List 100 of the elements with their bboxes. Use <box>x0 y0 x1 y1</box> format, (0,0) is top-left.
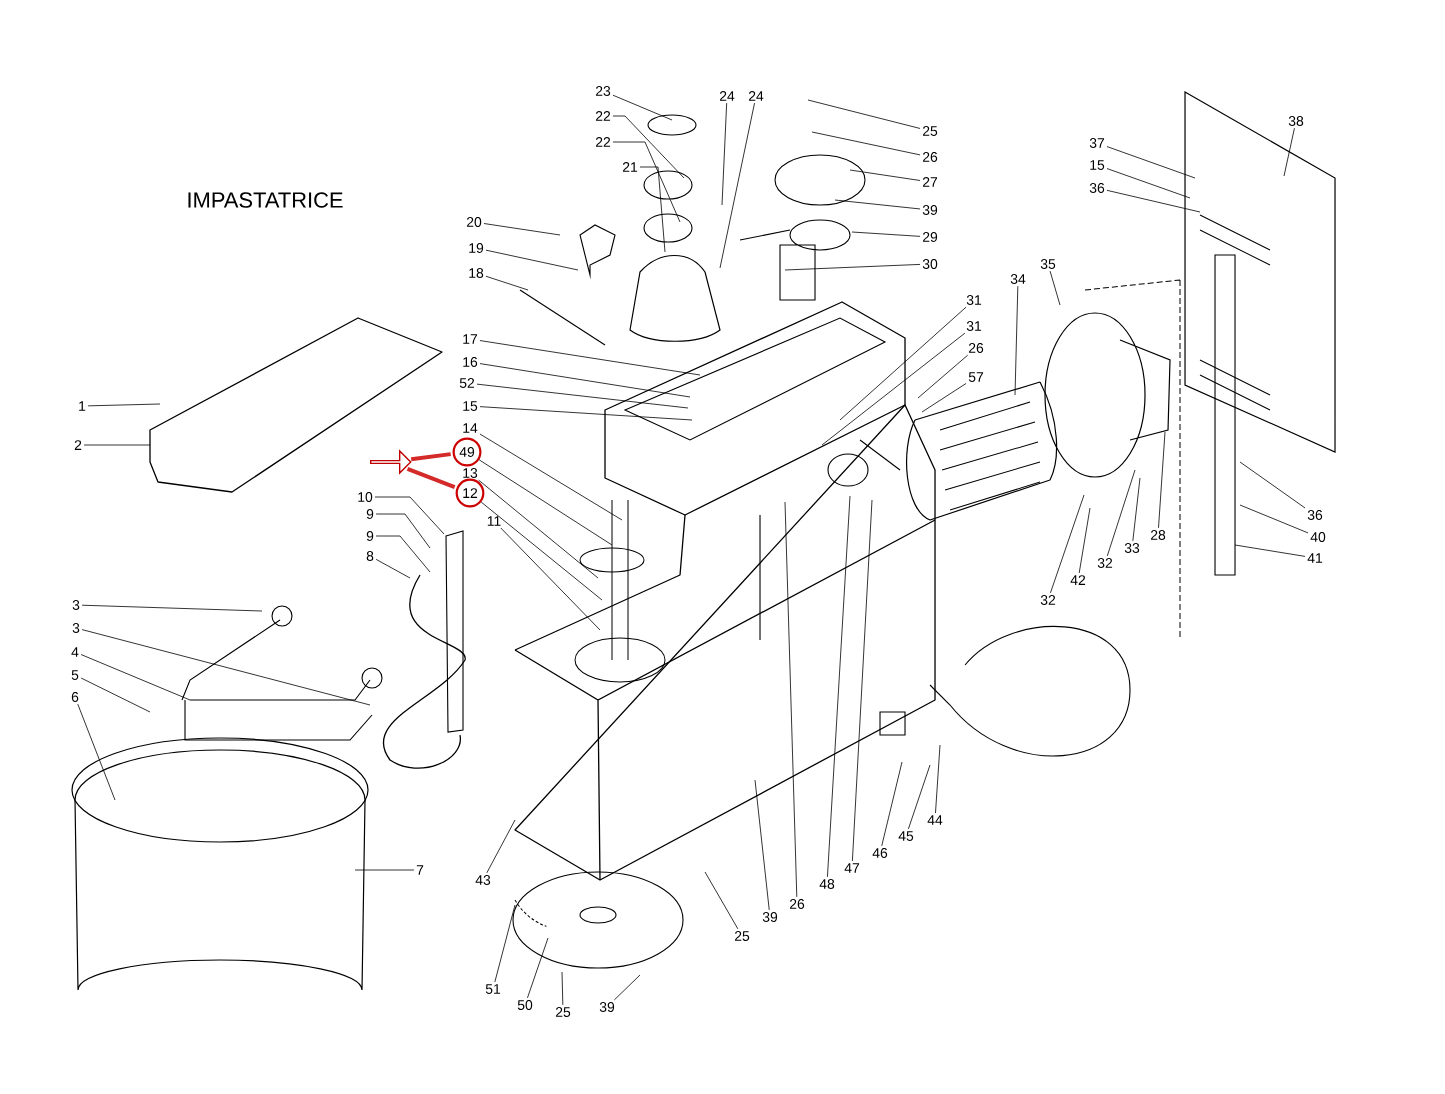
callout-number: 2 <box>74 440 82 450</box>
callout-number: 15 <box>463 401 478 411</box>
callout-number: 52 <box>459 378 475 388</box>
callout-number: 16 <box>463 357 478 367</box>
callout-number: 23 <box>595 86 611 96</box>
leader-line <box>486 819 516 874</box>
leader-line <box>881 761 903 847</box>
callout-number: 42 <box>1070 575 1086 585</box>
callout-number: 34 <box>1010 274 1026 284</box>
callout-number: 24 <box>719 91 735 101</box>
leader-line <box>719 102 755 269</box>
connector-line <box>406 466 456 489</box>
leader-line <box>908 764 931 830</box>
leader-line <box>1283 127 1295 177</box>
callout-number: 43 <box>475 875 491 885</box>
callout-number: 30 <box>922 259 938 269</box>
leader-line <box>784 264 921 271</box>
callout-number: 5 <box>71 670 79 680</box>
callout-number: 36 <box>1089 183 1105 193</box>
callout-number: 26 <box>968 343 984 353</box>
leader-line <box>561 971 564 1006</box>
leader-line <box>87 403 161 407</box>
leader-line <box>935 744 941 814</box>
leader-line <box>839 306 967 421</box>
leader-line <box>921 383 967 413</box>
callout-number: 39 <box>922 205 938 215</box>
callout-number: 26 <box>922 152 938 162</box>
callout-number: 17 <box>463 334 478 344</box>
callout-number: 45 <box>898 831 914 841</box>
callout-number: 14 <box>463 423 478 433</box>
leader-line <box>80 654 191 701</box>
callout-number: 41 <box>1307 553 1323 563</box>
callout-number: 9 <box>366 531 374 541</box>
leader-line <box>483 223 561 236</box>
callout-number: 13 <box>463 468 478 478</box>
callout-number: 21 <box>622 162 638 172</box>
callout-number: 22 <box>595 111 611 121</box>
callout-number: 27 <box>922 177 938 187</box>
leader-line <box>1050 494 1085 594</box>
callout-number: 6 <box>71 692 79 702</box>
callout-number: 31 <box>966 321 982 331</box>
leader-line <box>827 495 851 878</box>
callout-number: 48 <box>819 879 835 889</box>
leader-line <box>494 904 516 983</box>
leader-line <box>479 406 693 421</box>
callout-number: 22 <box>595 137 611 147</box>
callout-number: 46 <box>872 848 888 858</box>
leader-line <box>354 869 415 871</box>
callout-number: 39 <box>599 1002 615 1012</box>
leader-line <box>375 535 431 573</box>
leader-line <box>754 779 770 911</box>
circled-callout-number: 49 <box>452 437 482 467</box>
leader-line <box>1158 431 1166 529</box>
callout-number: 37 <box>1089 138 1105 148</box>
callout-number: 31 <box>966 295 982 305</box>
leader-line <box>1239 461 1306 509</box>
leader-line <box>917 354 969 399</box>
leader-line <box>476 383 689 409</box>
leader-line <box>612 115 685 179</box>
leader-line <box>811 131 921 156</box>
leader-line <box>1234 544 1306 557</box>
leader-line <box>784 501 798 898</box>
circled-callout-number: 12 <box>455 478 485 508</box>
callout-number: 32 <box>1097 558 1113 568</box>
callout-number: 9 <box>366 509 374 519</box>
leader-line <box>1239 504 1309 534</box>
leader-line <box>1049 270 1061 306</box>
leader-line <box>821 332 966 446</box>
callout-number: 15 <box>1090 160 1105 170</box>
callout-number: 1 <box>79 401 86 411</box>
callout-number: 19 <box>469 243 484 253</box>
callout-number: 32 <box>1040 595 1056 605</box>
leader-line <box>1106 168 1191 199</box>
callout-number: 3 <box>72 623 80 633</box>
leader-line <box>81 604 263 612</box>
leader-line <box>527 937 549 999</box>
callout-number: 28 <box>1150 530 1166 540</box>
leader-line <box>81 629 371 706</box>
leader-line <box>807 99 921 129</box>
callout-number: 3 <box>72 600 80 610</box>
callout-number: 44 <box>927 815 943 825</box>
callout-number: 26 <box>789 899 805 909</box>
callout-number: 11 <box>487 516 501 526</box>
callout-number: 50 <box>517 1000 533 1010</box>
callout-number: 20 <box>466 217 482 227</box>
callout-number: 35 <box>1040 259 1056 269</box>
callout-number: 25 <box>734 931 750 941</box>
title: IMPASTATRICE <box>188 192 343 208</box>
callout-number: 57 <box>968 372 984 382</box>
leader-line <box>479 433 623 521</box>
leader-line <box>612 141 681 223</box>
connector-line <box>410 452 451 462</box>
leader-line <box>849 169 921 181</box>
callout-number: 38 <box>1288 116 1304 126</box>
leader-line <box>1106 189 1201 213</box>
leader-line <box>478 459 613 546</box>
callout-number: 25 <box>555 1007 571 1017</box>
leader-line <box>500 527 601 631</box>
callout-number: 29 <box>922 232 938 242</box>
callout-number: 25 <box>922 126 938 136</box>
